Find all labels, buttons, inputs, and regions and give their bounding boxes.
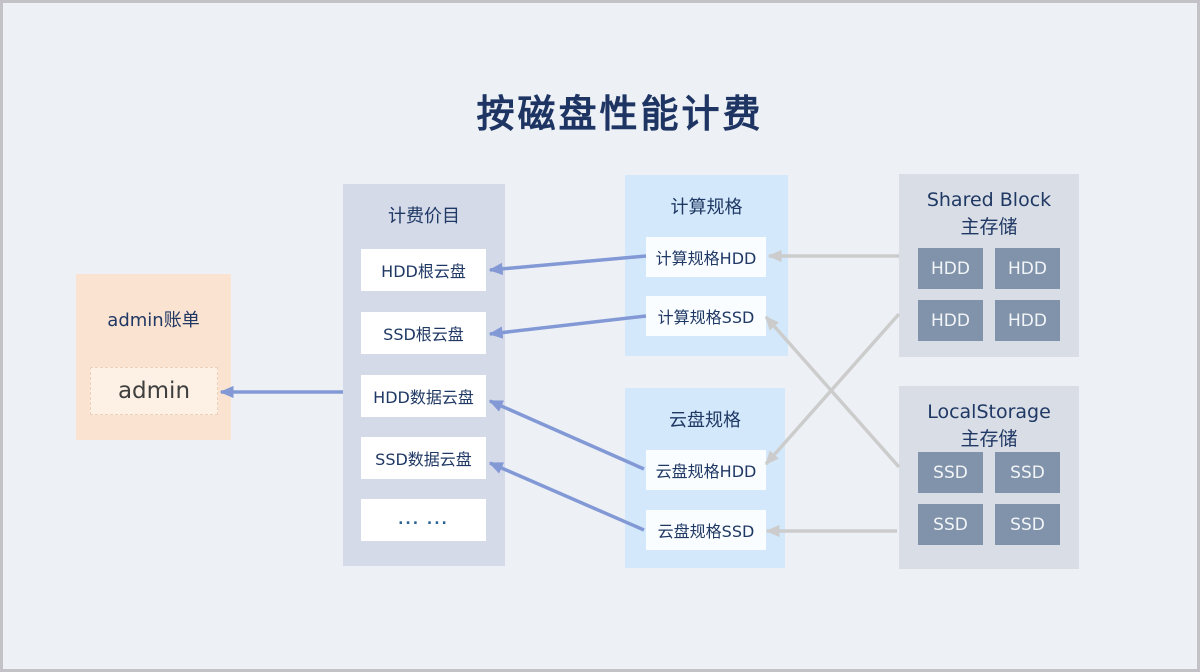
node-ssd-root-disk: SSD根云盘 — [361, 312, 486, 354]
shared-block-title-line2: 主存储 — [960, 216, 1018, 238]
node-disk-spec-ssd: 云盘规格SSD — [646, 510, 766, 550]
arrow-disk-hdd-to-hdd-data — [488, 399, 645, 471]
tile-hdd: HDD — [995, 248, 1060, 289]
local-storage-title: LocalStorage 主存储 — [899, 399, 1079, 453]
tile-ssd: SSD — [995, 504, 1060, 545]
admin-bill-group: admin账单 admin — [76, 274, 231, 440]
disk-spec-title: 云盘规格 — [669, 410, 741, 431]
tile-hdd: HDD — [918, 248, 983, 289]
local-storage-group: LocalStorage 主存储 SSD SSD SSD SSD — [899, 386, 1079, 569]
shared-block-title: Shared Block 主存储 — [899, 187, 1079, 241]
admin-node: admin — [90, 367, 218, 415]
arrow-compute-hdd-to-hdd-root — [488, 254, 647, 275]
node-compute-spec-ssd: 计算规格SSD — [646, 296, 766, 336]
node-ellipsis: ... ... — [361, 499, 486, 541]
node-hdd-data-disk: HDD数据云盘 — [361, 375, 486, 417]
compute-spec-group: 计算规格 计算规格HDD 计算规格SSD — [625, 175, 788, 356]
local-storage-title-line1: LocalStorage — [927, 401, 1051, 423]
shared-block-title-line1: Shared Block — [926, 189, 1052, 211]
node-disk-spec-hdd: 云盘规格HDD — [646, 450, 766, 490]
diagram-title: 按磁盘性能计费 — [476, 92, 764, 136]
local-storage-title-line2: 主存储 — [960, 428, 1018, 450]
node-compute-spec-hdd: 计算规格HDD — [646, 237, 766, 277]
compute-spec-title: 计算规格 — [670, 197, 743, 218]
node-hdd-root-disk: HDD根云盘 — [361, 249, 486, 291]
disk-spec-group: 云盘规格 云盘规格HDD 云盘规格SSD — [625, 388, 785, 568]
tile-hdd: HDD — [995, 300, 1060, 341]
tile-ssd: SSD — [918, 504, 983, 545]
pricing-group-title: 计费价目 — [388, 206, 460, 227]
tile-hdd: HDD — [918, 300, 983, 341]
shared-block-group: Shared Block 主存储 HDD HDD HDD HDD — [899, 174, 1079, 357]
admin-bill-title: admin账单 — [107, 310, 200, 331]
tile-ssd: SSD — [918, 452, 983, 493]
shared-block-tiles: HDD HDD HDD HDD — [918, 248, 1060, 341]
local-storage-tiles: SSD SSD SSD SSD — [918, 452, 1060, 545]
arrow-disk-ssd-to-ssd-data — [488, 461, 645, 532]
arrow-compute-ssd-to-ssd-root — [488, 314, 647, 339]
node-ssd-data-disk: SSD数据云盘 — [361, 437, 486, 479]
tile-ssd: SSD — [995, 452, 1060, 493]
pricing-group: 计费价目 HDD根云盘 SSD根云盘 HDD数据云盘 SSD数据云盘 ... .… — [343, 184, 505, 566]
